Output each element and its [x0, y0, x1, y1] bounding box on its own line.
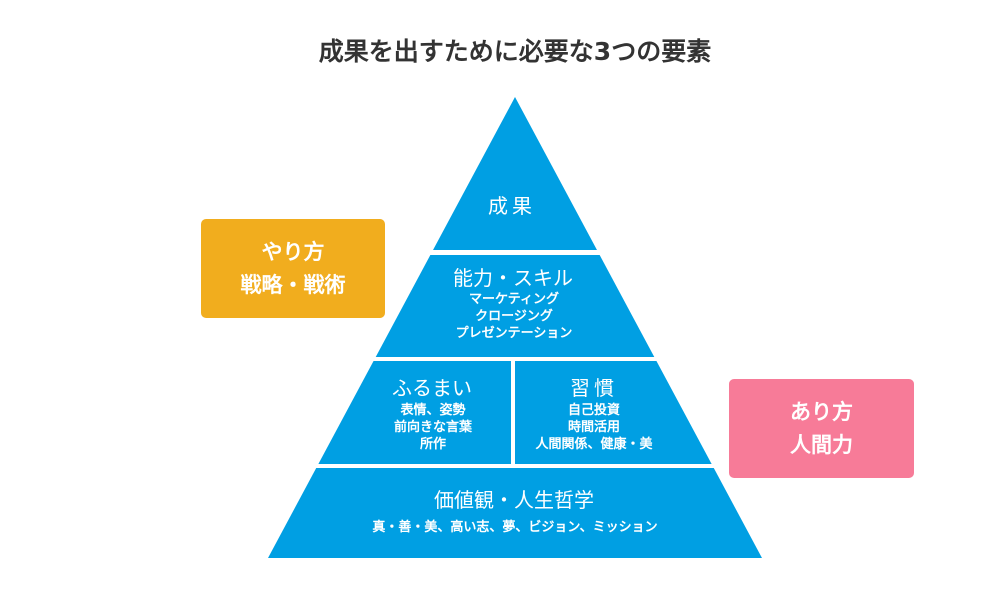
- tier-behavior-heading: ふるまい: [392, 376, 472, 400]
- tier-habit-items: 自己投資 時間活用 人間関係、健康・美: [535, 402, 652, 453]
- habit-item: 人間関係、健康・美: [535, 437, 653, 452]
- yarikata-line2: 戦略・戦術: [240, 272, 346, 297]
- arikata-line2: 人間力: [790, 432, 853, 457]
- arikata-line1: あり方: [790, 399, 853, 424]
- yarikata-line1: やり方: [261, 239, 325, 264]
- pyramid-shape: [268, 97, 762, 558]
- tier-top-heading: 成果: [488, 194, 536, 218]
- tier-base-heading: 価値観・人生哲学: [434, 488, 594, 512]
- tier-skill-items: マーケティング クロージング プレゼンテーション: [456, 291, 573, 342]
- skill-item: クロージング: [475, 309, 553, 324]
- behavior-item: 前向きな言葉: [393, 420, 473, 435]
- tier-base-items: 真・善・美、高い志、夢、ビジョン、ミッション: [372, 519, 657, 536]
- behavior-item: 表情、姿勢: [400, 403, 466, 418]
- arikata-label: あり方 人間力: [729, 379, 914, 478]
- tier-skill-heading: 能力・スキル: [453, 266, 573, 290]
- diagram-title: 成果を出すために必要な3つの要素: [318, 37, 712, 66]
- tier-habit-heading: 習慣: [570, 376, 618, 400]
- habit-item: 時間活用: [567, 420, 621, 435]
- tier-behavior-items: 表情、姿勢 前向きな言葉 所作: [394, 402, 472, 453]
- behavior-item: 所作: [419, 437, 447, 452]
- skill-item: プレゼンテーション: [455, 326, 573, 341]
- base-item: 真・善・美、高い志、夢、ビジョン、ミッション: [372, 520, 658, 535]
- habit-item: 自己投資: [567, 403, 621, 418]
- skill-item: マーケティング: [469, 292, 559, 307]
- yarikata-label: やり方 戦略・戦術: [201, 219, 385, 318]
